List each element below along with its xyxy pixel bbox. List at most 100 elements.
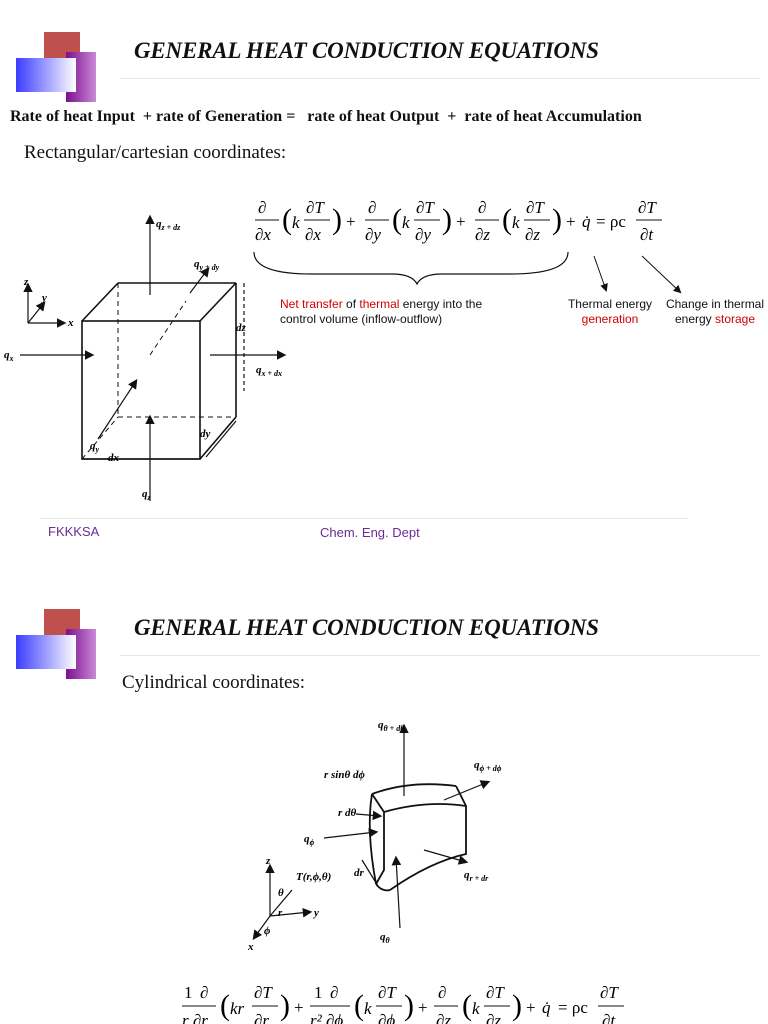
label-r-sin: r sinθ dϕ xyxy=(324,769,365,781)
cartesian-control-volume-diagram: qz + dz qy + dy qx qx + dx qy qz dz dy d… xyxy=(0,205,310,510)
title-divider xyxy=(120,78,760,79)
cylindrical-equation: 1∂ r ∂r ( kr ∂T∂r ) + 1∂ r² ∂ϕ ( k ∂T∂ϕ … xyxy=(180,982,650,1024)
energy-into-text: energy into the xyxy=(399,297,483,311)
label-qz: qz xyxy=(142,488,152,502)
svg-text:q̇: q̇ xyxy=(542,998,551,1017)
svg-text:k: k xyxy=(292,213,300,232)
svg-text:∂z: ∂z xyxy=(486,1011,501,1024)
section-subtitle: Cylindrical coordinates: xyxy=(122,672,306,693)
axis-x-label: x xyxy=(67,317,74,329)
svg-text:∂T: ∂T xyxy=(526,198,545,217)
label-q-theta-dtheta: qθ + dθ xyxy=(378,720,405,733)
svg-text:(: ( xyxy=(220,989,230,1022)
svg-text:+: + xyxy=(456,212,466,231)
slide-rectangular: GENERAL HEAT CONDUCTION EQUATIONS Rate o… xyxy=(0,32,765,540)
footer-divider xyxy=(40,518,688,519)
thermal-energy-text: Thermal energy xyxy=(567,297,653,311)
svg-text:∂y: ∂y xyxy=(365,225,381,244)
svg-text:+: + xyxy=(346,212,356,231)
cartesian-equation: ∂∂x ( k ∂T∂x ) + ∂∂y ( k ∂T∂y ) + ∂∂z ( … xyxy=(252,196,672,286)
label-qz-dz: qz + dz xyxy=(156,218,181,232)
title-divider xyxy=(120,655,760,656)
svg-text:∂x: ∂x xyxy=(255,225,271,244)
svg-text:): ) xyxy=(512,989,522,1022)
change-thermal-text: Change in thermal xyxy=(665,297,765,311)
label-dr: dr xyxy=(354,867,365,879)
label-qx-dx: qx + dx xyxy=(256,364,282,378)
label-q-phi: qϕ xyxy=(304,833,315,847)
svg-text:∂T: ∂T xyxy=(638,198,657,217)
svg-text:∂T: ∂T xyxy=(306,198,325,217)
label-r: r xyxy=(278,907,283,919)
svg-text:∂: ∂ xyxy=(478,198,486,217)
svg-text:∂z: ∂z xyxy=(475,225,490,244)
svg-text:(: ( xyxy=(354,989,364,1022)
axis-y-label: y xyxy=(312,907,319,919)
svg-text:∂ϕ: ∂ϕ xyxy=(378,1011,395,1024)
storage-text: storage xyxy=(715,312,756,326)
annotation-net-transfer: Net transfer of thermal energy into the … xyxy=(280,297,540,327)
net-transfer-text: Net transfer xyxy=(280,297,343,311)
axis-z-label: z xyxy=(265,855,271,867)
svg-text:+: + xyxy=(526,998,536,1017)
svg-text:∂T: ∂T xyxy=(486,983,505,1002)
svg-text:): ) xyxy=(442,203,452,236)
of-text: of xyxy=(342,297,360,311)
energy-text: energy xyxy=(674,312,715,326)
generation-text: generation xyxy=(581,312,639,326)
svg-text:∂t: ∂t xyxy=(602,1011,616,1024)
svg-text:r² ∂ϕ: r² ∂ϕ xyxy=(310,1011,343,1024)
svg-text:(: ( xyxy=(462,989,472,1022)
label-qx: qx xyxy=(4,349,14,363)
svg-text:∂: ∂ xyxy=(330,983,338,1002)
svg-text:∂T: ∂T xyxy=(254,983,273,1002)
footer-faculty: FKKKSA xyxy=(48,524,100,539)
annotation-generation: Thermal energy generation xyxy=(560,297,660,327)
svg-text:∂z: ∂z xyxy=(436,1011,451,1024)
label-qy-dy: qy + dy xyxy=(194,258,220,272)
svg-text:∂T: ∂T xyxy=(378,983,397,1002)
svg-text:∂: ∂ xyxy=(368,198,376,217)
svg-text:k: k xyxy=(402,213,410,232)
svg-text:= ρc: = ρc xyxy=(558,998,588,1017)
thermal-text: thermal xyxy=(359,297,400,311)
label-theta: θ xyxy=(278,887,284,899)
svg-text:k: k xyxy=(512,213,520,232)
axis-z-label: z xyxy=(23,276,29,288)
label-q-r-dr: qr + dr xyxy=(464,869,489,883)
slide-cylindrical: GENERAL HEAT CONDUCTION EQUATIONS Cylind… xyxy=(0,590,768,1024)
svg-text:∂t: ∂t xyxy=(640,225,654,244)
svg-text:): ) xyxy=(404,989,414,1022)
label-q-theta: qθ xyxy=(380,931,391,945)
label-T: T(r,ϕ,θ) xyxy=(296,871,331,883)
svg-text:(: ( xyxy=(392,203,402,236)
label-phi: ϕ xyxy=(264,925,271,937)
svg-text:= ρc: = ρc xyxy=(596,212,626,231)
svg-text:): ) xyxy=(332,203,342,236)
label-dy: dy xyxy=(200,428,211,440)
svg-text:): ) xyxy=(552,203,562,236)
svg-text:∂: ∂ xyxy=(258,198,266,217)
svg-text:∂: ∂ xyxy=(200,983,208,1002)
svg-text:∂z: ∂z xyxy=(525,225,540,244)
slide-title: GENERAL HEAT CONDUCTION EQUATIONS xyxy=(134,615,599,640)
svg-text:q̇: q̇ xyxy=(582,212,591,231)
svg-text:∂T: ∂T xyxy=(600,983,619,1002)
svg-text:k: k xyxy=(472,999,480,1018)
axis-x-label: x xyxy=(247,941,254,953)
annotation-arrows xyxy=(593,255,682,294)
label-dx: dx xyxy=(108,452,120,464)
svg-text:∂T: ∂T xyxy=(416,198,435,217)
axis-y-label: y xyxy=(40,292,47,304)
svg-text:k: k xyxy=(364,999,372,1018)
label-qy: qy xyxy=(90,440,100,454)
control-volume-text: control volume (inflow-outflow) xyxy=(280,312,443,326)
section-subtitle: Rectangular/cartesian coordinates: xyxy=(24,142,287,163)
cylindrical-element-diagram: qθ + dθ r sinθ dϕ qϕ + dϕ r dθ qϕ T(r,ϕ,… xyxy=(240,719,540,960)
footer-department: Chem. Eng. Dept xyxy=(320,525,420,540)
svg-text:(: ( xyxy=(282,203,292,236)
svg-text:1: 1 xyxy=(314,983,323,1002)
svg-text:(: ( xyxy=(502,203,512,236)
label-r-dtheta: r dθ xyxy=(338,807,357,819)
label-q-phi-dphi: qϕ + dϕ xyxy=(474,759,502,773)
